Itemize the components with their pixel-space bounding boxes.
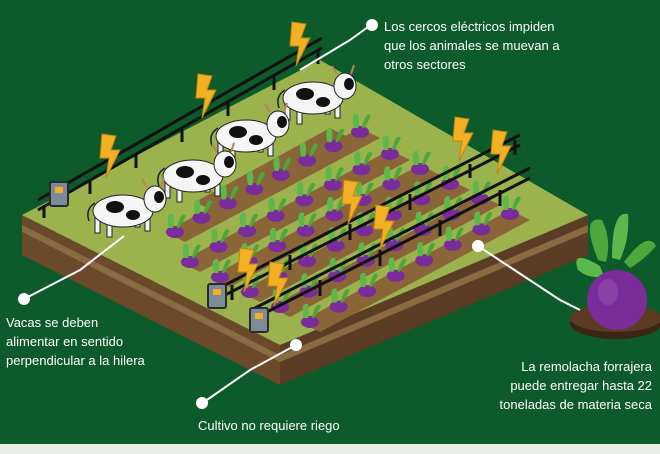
cow-icon <box>87 64 357 238</box>
beet <box>441 165 461 190</box>
beet <box>352 151 373 176</box>
beet <box>324 128 345 153</box>
lightning-bolt <box>289 21 311 67</box>
beet <box>329 288 350 313</box>
beet <box>325 197 346 222</box>
beet <box>443 226 464 251</box>
beet-plant-icon <box>570 213 660 339</box>
beet <box>472 211 493 236</box>
annotation-beet-line: La remolacha forrajera <box>521 359 652 374</box>
beet <box>268 227 289 253</box>
lightning-bolt <box>237 247 259 293</box>
annotation-fences-line: que los animales se muevan a <box>384 38 560 53</box>
electric-fence-back <box>37 36 323 218</box>
lightning-bolt <box>373 204 395 250</box>
annotation-beet-line: puede entregar hasta 22 <box>510 378 652 393</box>
beet <box>381 135 401 160</box>
beet <box>415 242 436 267</box>
annotation-fences: Los cercos eléctricos impiden que los an… <box>384 17 560 74</box>
leader-lines <box>25 26 581 403</box>
annotation-beet: La remolacha forrajera puede entregar ha… <box>464 357 652 414</box>
cow <box>210 102 290 163</box>
lightning-bolt <box>99 133 121 179</box>
annotation-fences-line: Los cercos eléctricos impiden <box>384 19 555 34</box>
annotation-cows-line: perpendicular a la hilera <box>6 353 145 368</box>
cow <box>87 177 167 238</box>
lightning-bolt-icon <box>99 21 512 307</box>
beet <box>301 303 321 328</box>
lightning-bolt <box>452 116 474 162</box>
beet <box>411 150 431 175</box>
beet <box>386 257 407 282</box>
beet <box>211 258 231 283</box>
beet <box>166 213 186 238</box>
annotation-beet-line: toneladas de materia seca <box>499 397 652 412</box>
beet <box>245 170 266 196</box>
annotation-cows-line: Vacas se deben <box>6 315 99 330</box>
lightning-bolt <box>490 129 512 175</box>
beet <box>358 272 379 298</box>
beet <box>295 182 316 207</box>
annotation-crop-line: Cultivo no requiere riego <box>198 418 340 433</box>
beet <box>296 212 317 237</box>
lightning-bolt <box>195 73 217 119</box>
annotation-fences-line: otros sectores <box>384 57 466 72</box>
beet <box>351 113 371 138</box>
leader-dots <box>18 19 484 409</box>
beet <box>209 228 230 253</box>
annotation-cows-line: alimentar en sentido <box>6 334 124 349</box>
lightning-bolt <box>341 179 363 225</box>
beet <box>192 199 213 224</box>
beet <box>298 142 319 167</box>
beet <box>501 195 521 220</box>
beet <box>266 197 287 222</box>
beet <box>382 166 403 191</box>
cow <box>157 142 237 203</box>
lightning-bolt <box>267 261 289 307</box>
annotation-crop: Cultivo no requiere riego <box>198 416 340 435</box>
beet <box>218 185 239 210</box>
beet <box>181 243 201 268</box>
beet <box>323 166 344 191</box>
cow <box>277 64 357 125</box>
electric-fence-box-icon <box>49 181 269 333</box>
electric-fence-front <box>254 166 531 324</box>
annotation-cows: Vacas se deben alimentar en sentido perp… <box>6 313 145 370</box>
beet <box>271 156 292 181</box>
footer-strip <box>0 444 660 454</box>
beet <box>238 212 259 238</box>
